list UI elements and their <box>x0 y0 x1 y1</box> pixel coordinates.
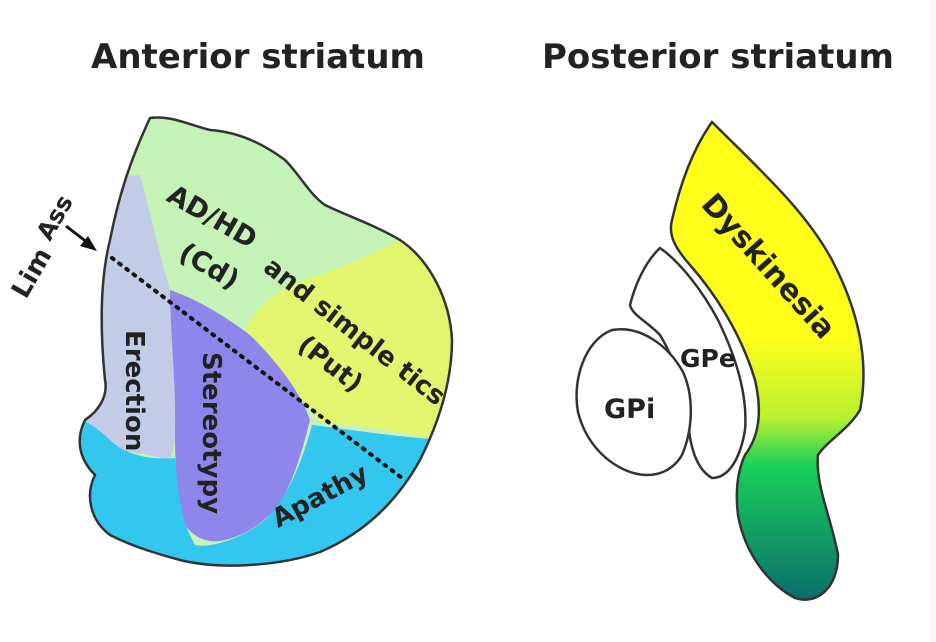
limbic-associative-boundary <box>110 256 404 480</box>
right-edge-strip <box>930 0 936 642</box>
label-gpi: GPi <box>604 394 655 425</box>
arrow-icon <box>65 224 97 251</box>
region-gpi <box>575 327 692 477</box>
anterior-outline <box>78 116 454 567</box>
region-dyskinesia <box>669 120 865 601</box>
title-anterior: Anterior striatum <box>91 37 425 77</box>
label-ass: Ass <box>31 190 79 245</box>
posterior-striatum <box>575 120 865 601</box>
title-posterior: Posterior striatum <box>542 37 894 77</box>
region-stereotypy <box>170 290 310 542</box>
label-lim: Lim <box>6 243 58 304</box>
label-stereotypy: Stereotypy <box>196 352 226 514</box>
region-gpe <box>628 246 747 480</box>
region-tics <box>245 240 452 440</box>
label-erection: Erection <box>119 330 149 451</box>
label-gpe: GPe <box>680 344 736 373</box>
